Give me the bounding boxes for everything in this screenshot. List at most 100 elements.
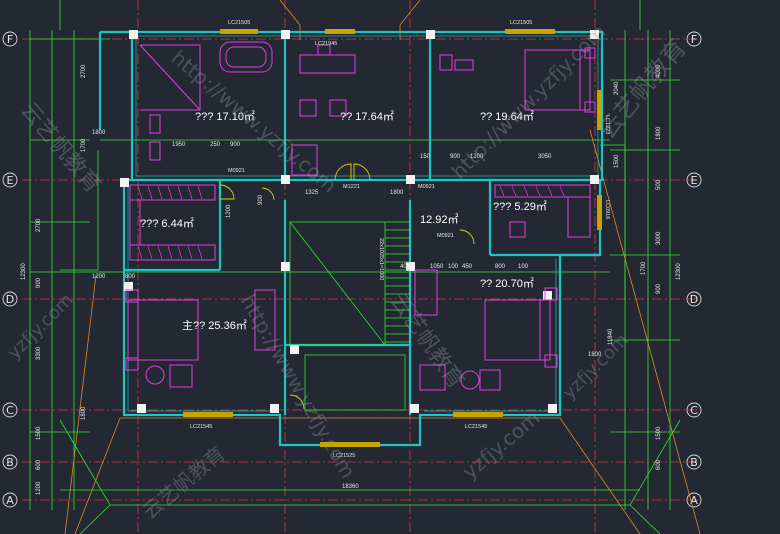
door-closet-e	[459, 229, 475, 245]
dim-left-11: 1200	[36, 481, 42, 495]
axis-bubble-E-left	[2, 172, 18, 188]
hanger	[177, 185, 183, 200]
doors	[219, 163, 475, 410]
hanger	[157, 245, 163, 260]
tag-m3: M0921	[418, 184, 435, 190]
axis-bubble-F-left	[2, 31, 18, 47]
dim-left-6: 900	[36, 277, 42, 288]
axis-label-E-right: E	[691, 174, 698, 187]
axis-letters: F E D C B A F E D C B A	[6, 33, 698, 507]
balcony-line-r	[600, 144, 626, 300]
room-label-study: ?? 17.64㎡	[340, 110, 394, 123]
axis-label-E-left: E	[7, 174, 14, 187]
stair-break	[289, 221, 386, 346]
tag-m4: M0921	[437, 233, 454, 239]
axis-label-C-right: C	[690, 404, 698, 417]
stair-landing	[304, 354, 406, 411]
axis-label-A-left: A	[6, 494, 14, 507]
door-closet	[219, 184, 235, 200]
nightstand-se	[544, 287, 558, 301]
axis-bubbles-right	[686, 31, 702, 508]
wardrobe-side	[129, 199, 141, 246]
roof-hip-2	[559, 417, 641, 534]
stair	[289, 221, 410, 411]
column	[410, 404, 419, 413]
tag-lc-bottom-right: LC21545	[465, 424, 487, 430]
axis-label-B-right: B	[690, 456, 698, 469]
dim-mid-5: 1050	[430, 264, 444, 270]
furniture	[125, 41, 596, 391]
dim-right-13: 600	[656, 459, 662, 470]
dim-left-9: 1500	[36, 426, 42, 440]
roof-edge-l	[79, 504, 111, 534]
nightstand-m	[125, 289, 139, 303]
dim-mid-1: 800	[125, 274, 136, 280]
hanger	[147, 185, 153, 200]
column	[543, 291, 552, 300]
dim-right-6: 3000	[656, 231, 662, 245]
hanger	[197, 185, 203, 200]
tag-lc-right2: LC0916	[604, 200, 610, 219]
hanger	[147, 245, 153, 260]
hanger	[187, 185, 193, 200]
axis-bubble-D-left	[2, 291, 18, 307]
dim-numbers-top: 1950 250 900 1325 1800 900 3050 1200 150	[172, 142, 552, 196]
tag-lc-top-left: LC21505	[228, 20, 250, 26]
axis-bubble-E-right	[686, 172, 702, 188]
axis-label-F-left: F	[7, 33, 13, 46]
desk-ne	[454, 59, 474, 71]
window-north-study	[325, 29, 355, 34]
dim-right-9: 12300	[676, 263, 682, 280]
tag-m-study: LC21945	[315, 41, 337, 47]
dim-left-2: 1800	[92, 130, 106, 136]
dim-left-8: 1800	[81, 406, 87, 420]
dim-left-3: 1700	[81, 138, 87, 152]
columns	[120, 30, 599, 413]
dim-right-5: 500	[656, 179, 662, 190]
dim-left-7: 3300	[36, 346, 42, 360]
watermark-cn-1: 云艺帆教育	[593, 34, 692, 144]
column	[590, 30, 599, 39]
shower-diag	[139, 44, 201, 111]
dim-mid-7: 450	[462, 264, 473, 270]
window-south-mid	[320, 442, 380, 447]
dim-right-10: 11840	[608, 328, 614, 345]
tv-cabinet-se	[414, 269, 438, 316]
dim-top-6: 900	[450, 154, 461, 160]
armchair-se	[419, 364, 446, 391]
armchair-se-2	[479, 369, 501, 391]
dim-mid-9: 100	[518, 264, 529, 270]
hanger	[177, 245, 183, 260]
dim-right-7: 1700	[641, 261, 647, 275]
dim-top-1: 1950	[172, 142, 186, 148]
shower	[140, 44, 201, 111]
dim-right-3: 1800	[656, 126, 662, 140]
room-label-master: 主?? 25.36㎡	[182, 319, 247, 332]
hanger	[157, 185, 163, 200]
axis-bubble-F-right	[686, 31, 702, 47]
wardrobe-e-side	[567, 196, 591, 238]
hanger	[137, 185, 143, 200]
roof-edge-r	[629, 504, 661, 534]
room-label-bedroom-se: ?? 20.70㎡	[480, 277, 534, 290]
hanger	[499, 185, 505, 197]
roof-hip-4	[64, 274, 97, 534]
dim-left-5: 1200	[92, 274, 106, 280]
hanger	[511, 185, 517, 197]
armchair-m	[169, 364, 193, 388]
window-north-bed	[505, 29, 555, 34]
round-table-se	[460, 370, 480, 390]
axis-bubble-B-left	[2, 454, 18, 470]
column	[120, 178, 129, 187]
door-bath	[261, 187, 275, 201]
bed-se-head	[539, 299, 551, 361]
hanger	[137, 245, 143, 260]
dim-right-8: 900	[656, 283, 662, 294]
axis-bubble-B-right	[686, 454, 702, 470]
wardrobe-e	[494, 184, 591, 198]
hanger	[167, 245, 173, 260]
watermark-cn-3: 云艺帆教育	[385, 289, 469, 393]
hanger	[559, 185, 565, 197]
axis-bubble-A-right	[686, 492, 702, 508]
